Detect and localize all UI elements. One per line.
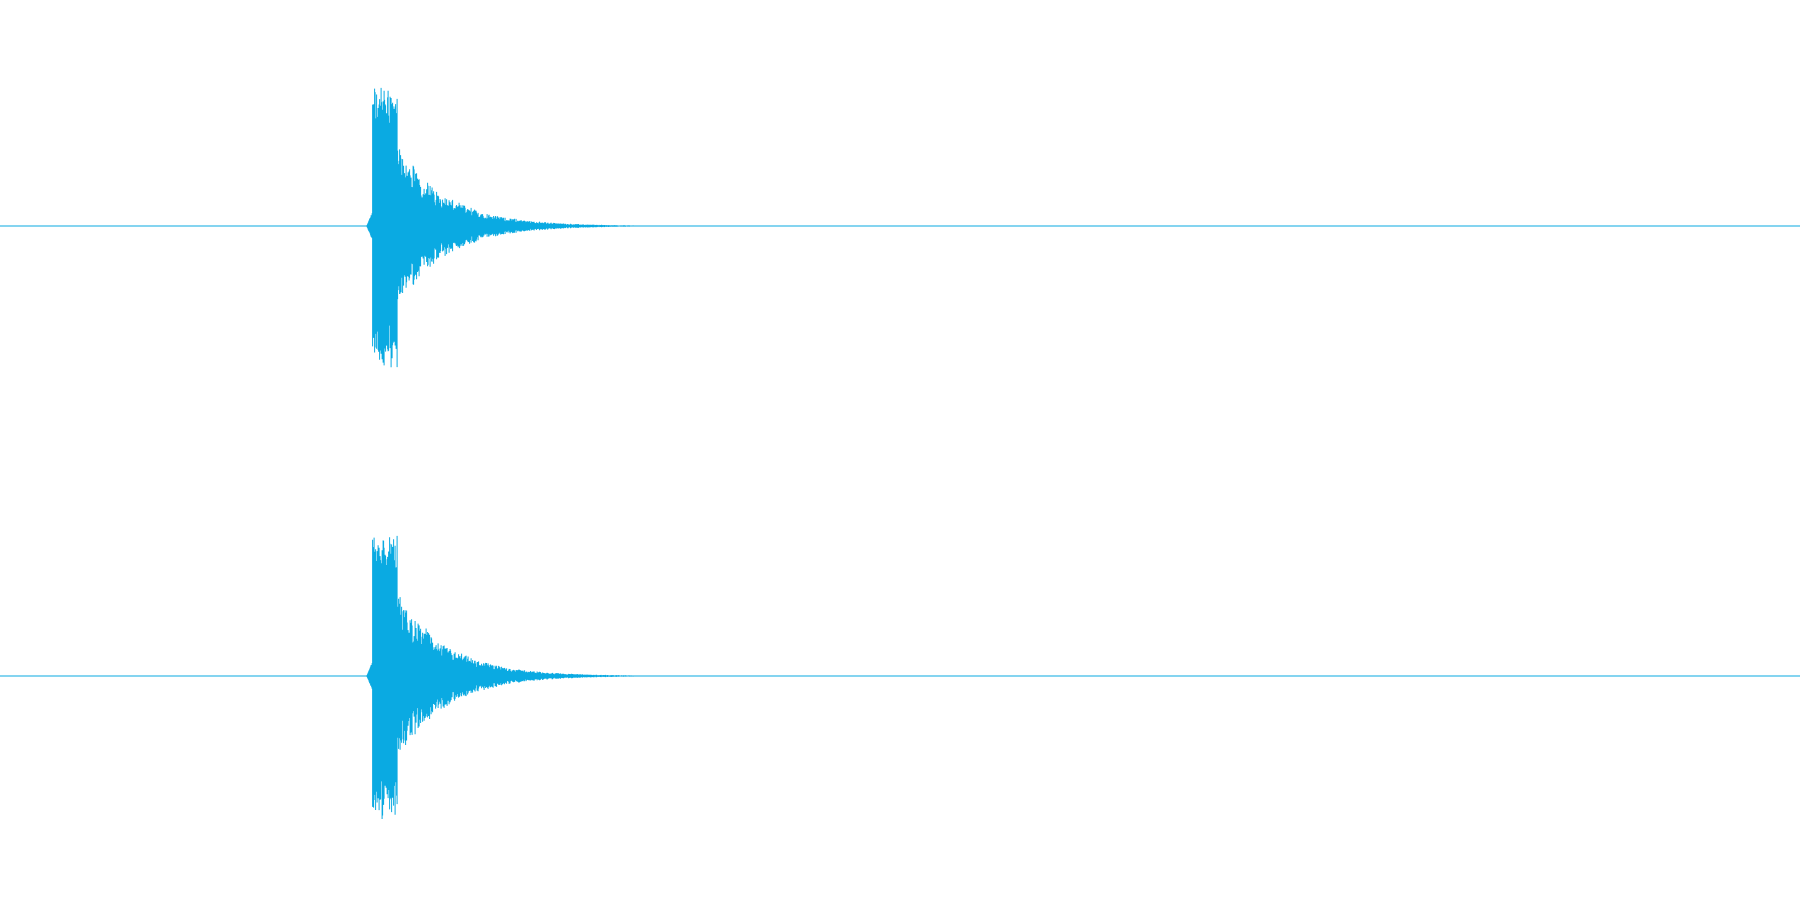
waveform-channel-1	[0, 87, 1800, 368]
waveform-channel-2	[0, 535, 1800, 819]
channel-1-transient	[366, 87, 685, 368]
channel-2-transient	[366, 535, 685, 819]
